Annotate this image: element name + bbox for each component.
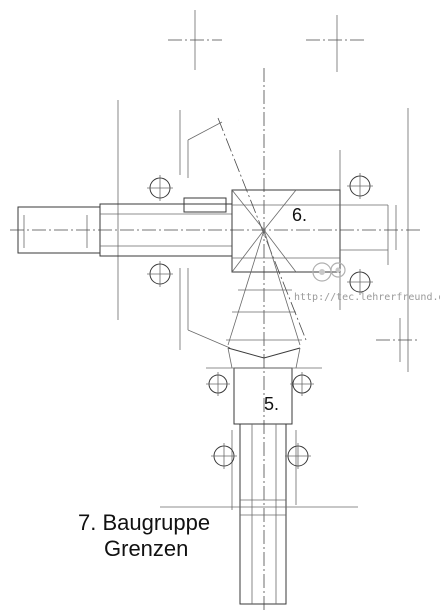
center-mark-right — [376, 318, 420, 362]
title-line-2: Grenzen — [104, 536, 188, 561]
watermark-text: http://tec.lehrerfreund.de — [294, 292, 440, 303]
center-mark-top-right — [306, 15, 365, 72]
bearing-circle — [206, 372, 230, 396]
watermark-logo — [312, 262, 346, 282]
vertical-shaft-assembly-5 — [160, 367, 358, 605]
cone-lines — [217, 117, 307, 346]
center-mark-top-left — [168, 10, 222, 70]
bearing-circle — [285, 443, 311, 469]
bearing-circle — [211, 443, 237, 469]
assembly-5-label: 5. — [264, 394, 279, 414]
left-bracket — [179, 110, 231, 350]
bevel-gear-assembly-6 — [231, 189, 388, 273]
bearing-circle — [347, 173, 373, 199]
horizontal-shaft — [10, 197, 420, 257]
bearing-circle — [290, 372, 314, 396]
bearing-circle — [147, 175, 173, 201]
bearing-circle — [347, 269, 373, 295]
assembly-6-label: 6. — [292, 205, 307, 225]
pinion — [227, 347, 301, 369]
bearing-circle — [147, 261, 173, 287]
title-line-1: 7. Baugruppe — [78, 510, 210, 535]
